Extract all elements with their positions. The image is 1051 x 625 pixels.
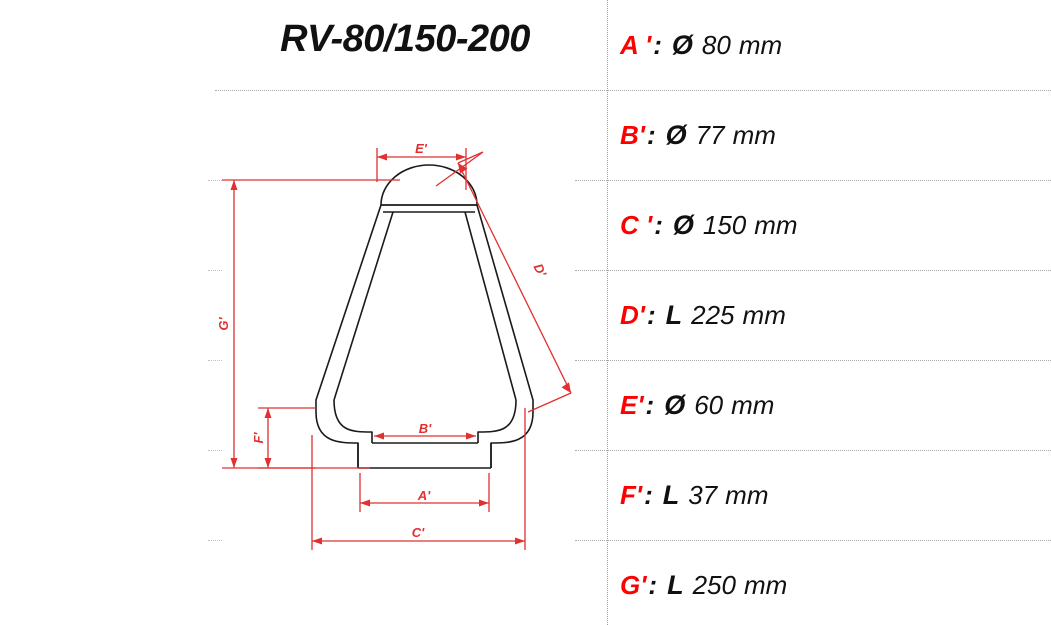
dimension-label-f: F': [251, 432, 266, 444]
spec-key: G': [620, 569, 647, 600]
part-outline: [315, 164, 534, 469]
left-edge-tick: [208, 360, 222, 361]
spec-key: D': [620, 299, 645, 330]
spec-colon: :: [646, 299, 656, 330]
spec-symbol: Ø: [672, 209, 694, 240]
spec-key: A ': [620, 29, 652, 60]
dimension-label-d: D': [531, 261, 550, 280]
dimension-lines: [222, 148, 572, 550]
dimension-label-e: E': [415, 141, 428, 156]
left-edge-tick: [208, 540, 222, 541]
spec-colon: :: [654, 209, 663, 240]
spec-key: B': [620, 119, 645, 150]
spec-value: 80: [701, 29, 731, 60]
spec-key: F': [620, 479, 643, 510]
spec-unit: mm: [742, 299, 786, 330]
spec-unit: mm: [738, 29, 783, 60]
row-separator: [575, 180, 1051, 181]
row-separator: [575, 360, 1051, 361]
spec-row-b: B' : Ø 77 mm: [620, 90, 1040, 180]
spec-value: 150: [702, 209, 747, 240]
spec-colon: :: [644, 479, 653, 510]
left-edge-tick: [208, 270, 222, 271]
spec-key: E': [620, 389, 644, 420]
spec-row-d: D' : L 225 mm: [620, 270, 1040, 360]
dimension-label-a: A': [417, 488, 431, 503]
dimension-label-g: G': [216, 316, 231, 330]
dimension-label-c: C': [412, 525, 425, 540]
row-separator: [575, 540, 1051, 541]
page-title: RV-80/150-200: [280, 18, 530, 60]
spec-row-f: F' : L 37 mm: [620, 450, 1040, 540]
spec-colon: :: [645, 389, 655, 420]
spec-unit: mm: [731, 389, 775, 420]
row-separator: [215, 90, 1051, 91]
row-separator: [575, 270, 1051, 271]
left-edge-tick: [208, 450, 222, 451]
row-separator: [575, 450, 1051, 451]
spec-row-g: G' : L 250 mm: [620, 540, 1040, 625]
spec-key: C ': [620, 209, 653, 240]
spec-row-c: C ' : Ø 150 mm: [620, 180, 1040, 270]
spec-symbol: L: [662, 479, 680, 510]
left-edge-tick: [208, 180, 222, 181]
spec-unit: mm: [732, 119, 776, 150]
spec-colon: :: [648, 569, 658, 600]
spec-value: 225: [691, 299, 735, 330]
column-divider: [607, 0, 608, 625]
spec-symbol: L: [665, 299, 683, 330]
spec-unit: mm: [743, 569, 788, 600]
spec-colon: :: [646, 119, 656, 150]
spec-unit: mm: [754, 209, 798, 240]
spec-unit: mm: [725, 479, 769, 510]
spec-row-e: E' : Ø 60 mm: [620, 360, 1040, 450]
spec-symbol: Ø: [664, 389, 686, 420]
spec-row-a: A ' : Ø 80 mm: [620, 0, 1040, 90]
dimension-label-b: B': [419, 421, 432, 436]
spec-value: 37: [688, 479, 718, 510]
spec-symbol: Ø: [671, 29, 693, 60]
spec-value: 77: [695, 119, 725, 150]
spec-symbol: Ø: [665, 119, 687, 150]
spec-colon: :: [653, 29, 662, 60]
spec-symbol: L: [667, 569, 684, 600]
spec-value: 250: [692, 569, 736, 600]
spec-value: 60: [694, 389, 724, 420]
